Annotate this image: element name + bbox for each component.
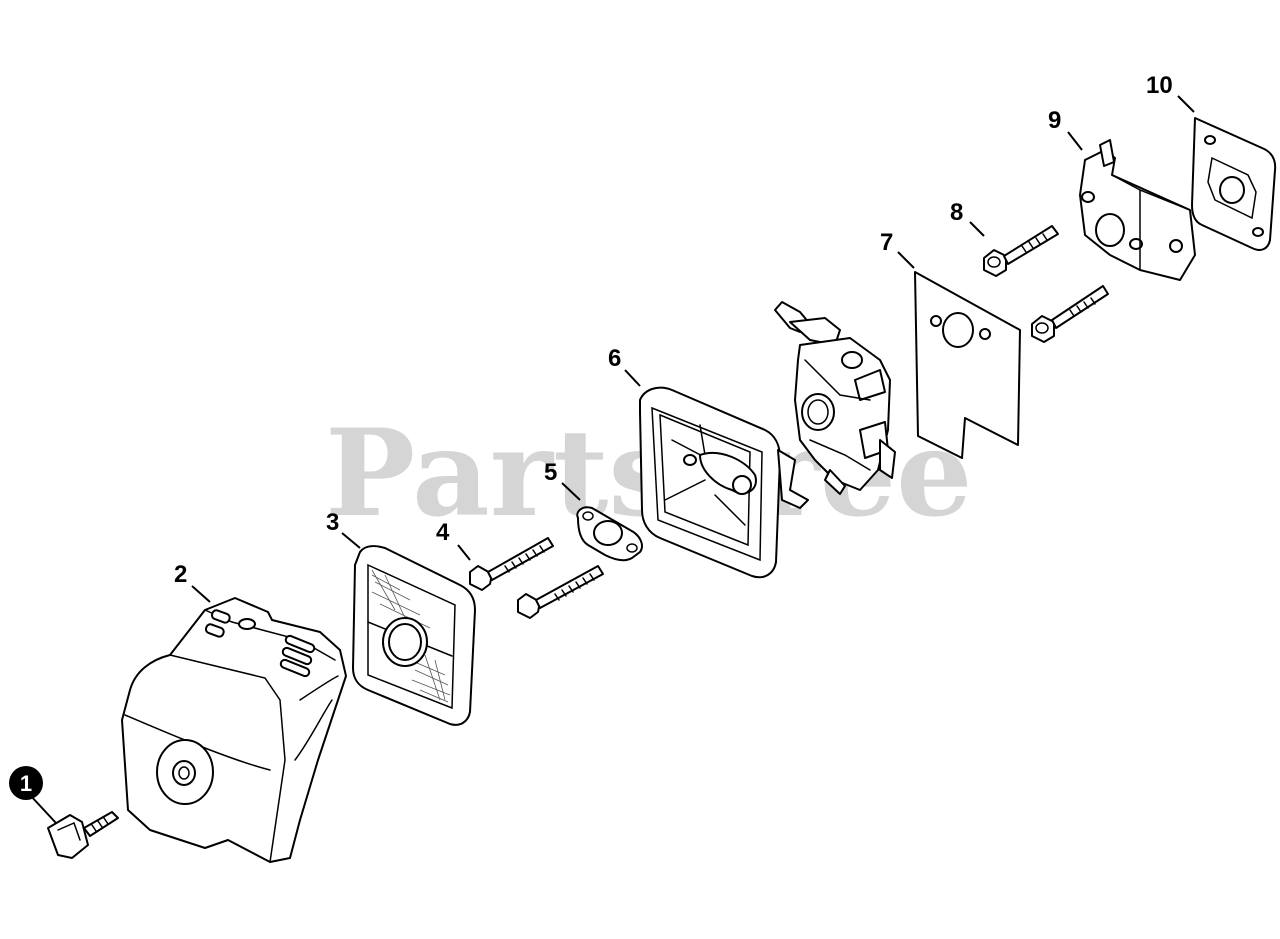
callout-6[interactable]: 6 [608, 345, 621, 372]
callout-5[interactable]: 5 [544, 459, 557, 486]
part-6-air-cleaner-case[interactable] [639, 386, 809, 579]
carburetor[interactable] [774, 301, 896, 495]
callout-9[interactable]: 9 [1048, 107, 1061, 134]
callout-3[interactable]: 3 [326, 509, 339, 536]
callout-1: 1 [20, 771, 32, 796]
callout-8[interactable]: 8 [950, 199, 963, 226]
callout-7[interactable]: 7 [880, 229, 893, 256]
part-7-gasket[interactable] [914, 271, 1021, 459]
part-9-insulator[interactable] [1079, 139, 1196, 281]
part-4-bolts[interactable] [469, 537, 604, 619]
part-1-knob-screw[interactable] [47, 811, 119, 859]
part-5-bracket[interactable] [576, 506, 643, 562]
callout-10[interactable]: 10 [1146, 72, 1173, 99]
callout-4[interactable]: 4 [436, 519, 450, 546]
leader-lines [29, 95, 1195, 824]
callout-2[interactable]: 2 [174, 561, 187, 588]
part-8-bolts[interactable] [983, 225, 1109, 343]
part-2-air-cleaner-cover[interactable] [121, 597, 347, 863]
part-3-air-filter[interactable] [352, 545, 476, 726]
part-10-gasket[interactable] [1191, 117, 1277, 251]
callout-1-circle [9, 766, 43, 800]
callout-1-badge[interactable]: 1 [9, 766, 43, 800]
